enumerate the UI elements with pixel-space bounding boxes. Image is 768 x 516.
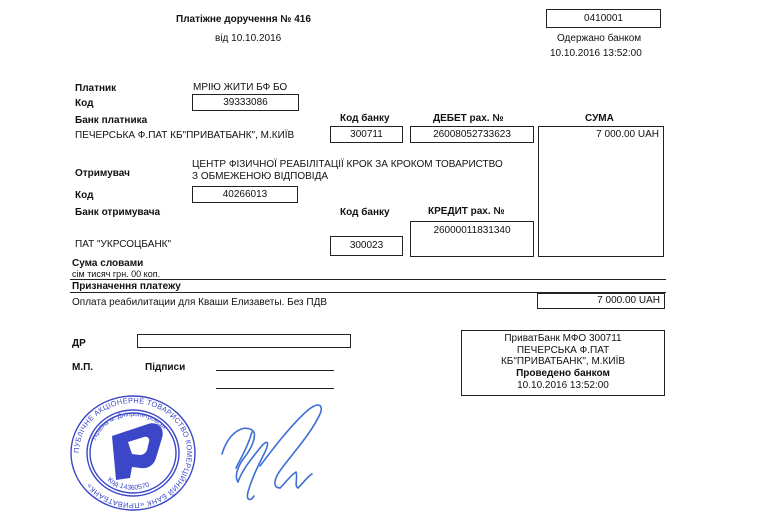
seal-code-text: Код 14360570 — [106, 476, 151, 491]
recipient-code-box: 40266013 — [192, 186, 298, 203]
payer-code-label: Код — [75, 98, 94, 109]
signatures-label: Підписи — [145, 362, 186, 373]
amount-value: 7 000.00 UAH — [596, 129, 659, 140]
signature-line — [216, 370, 334, 371]
recipient-bank-name: ПАТ "УКРСОЦБАНК" — [75, 239, 172, 250]
bank-stamp-line: 10.10.2016 13:52:00 — [517, 380, 609, 391]
payer-bank-code-label: Код банку — [340, 113, 390, 124]
recipient-label: Отримувач — [75, 168, 130, 179]
seal-inner-ring — [86, 409, 180, 497]
bank-stamp-box: ПриватБанк МФО 300711 ПЕЧЕРСЬКА Ф.ПАТ КБ… — [461, 330, 665, 396]
purpose-text: Оплата реабилитации для Кваши Елизаветы.… — [72, 297, 328, 308]
recipient-bank-code-box: 300023 — [330, 236, 403, 256]
purpose-amount: 7 000.00 UAH — [597, 295, 660, 306]
divider-line — [70, 292, 666, 293]
payer-code: 39333086 — [223, 97, 268, 108]
dr-field — [137, 334, 351, 348]
recipient-bank-code-label: Код банку — [340, 207, 390, 218]
seal-outer-ring — [70, 395, 196, 511]
document-title: Платіжне доручення № 416 — [176, 14, 311, 25]
recipient-code-label: Код — [75, 190, 94, 201]
payer-bank-code: 300711 — [350, 129, 383, 140]
credit-account-box: 26000011831340 — [410, 221, 534, 257]
purpose-label: Призначення платежу — [72, 281, 181, 292]
recipient-name-line1: ЦЕНТР ФІЗИЧНОЇ РЕАБІЛІТАЦІЇ КРОК ЗА КРОК… — [192, 159, 503, 170]
debit-label: ДЕБЕТ рах. № — [433, 113, 504, 124]
received-datetime: 10.10.2016 13:52:00 — [550, 48, 642, 59]
payer-bank-name: ПЕЧЕРСЬКА Ф.ПАТ КБ"ПРИВАТБАНК", М.КИЇВ — [75, 130, 295, 141]
handwritten-signature — [221, 404, 323, 501]
sum-words-label: Сума словами — [72, 258, 144, 269]
credit-label: КРЕДИТ рах. № — [428, 206, 505, 217]
bank-stamp-line: Проведено банком — [516, 368, 610, 379]
form-code-box: 0410001 — [546, 9, 661, 28]
seal-inner-ring — [89, 412, 177, 494]
signature-line — [216, 388, 334, 389]
bank-stamp-line: ПЕЧЕРСЬКА Ф.ПАТ — [516, 345, 610, 356]
recipient-bank-code: 300023 — [349, 240, 384, 251]
purpose-amount-box: 7 000.00 UAH — [537, 293, 665, 309]
bank-stamp-line: КБ"ПРИВАТБАНК", М.КИЇВ — [500, 356, 626, 367]
recipient-name-line2: З ОБМЕЖЕНОЮ ВІДПОВІДА — [192, 171, 329, 182]
payer-bank-label: Банк платника — [75, 115, 148, 126]
credit-account: 26000011831340 — [433, 225, 511, 236]
amount-box: 7 000.00 UAH — [538, 126, 664, 257]
recipient-code: 40266013 — [222, 189, 268, 200]
bank-seal-stamp: ПУБЛІЧНЕ АКЦІОНЕРНЕ ТОВАРИСТВО КОМЕРЦІЙН… — [70, 395, 196, 511]
amount-label: СУМА — [585, 113, 614, 124]
document-date: від 10.10.2016 — [215, 33, 282, 44]
mp-label: М.П. — [72, 362, 94, 373]
payer-name: МРІЮ ЖИТИ БФ БО — [193, 82, 288, 93]
payer-label: Платник — [75, 83, 117, 94]
debit-account-box: 26008052733623 — [410, 126, 534, 143]
payer-code-box: 39333086 — [192, 94, 299, 111]
received-label: Одержано банком — [557, 33, 642, 44]
payer-bank-code-box: 300711 — [330, 126, 403, 143]
form-code: 0410001 — [584, 13, 623, 24]
debit-account: 26008052733623 — [433, 129, 511, 140]
recipient-bank-label: Банк отримувача — [75, 207, 161, 218]
privatbank-logo-icon — [112, 423, 163, 480]
sum-words-value: сім тисяч грн. 00 коп. — [72, 269, 161, 279]
bank-stamp-line: ПриватБанк МФО 300711 — [504, 333, 622, 344]
dr-label: ДР — [72, 338, 86, 349]
divider-line — [70, 279, 666, 280]
